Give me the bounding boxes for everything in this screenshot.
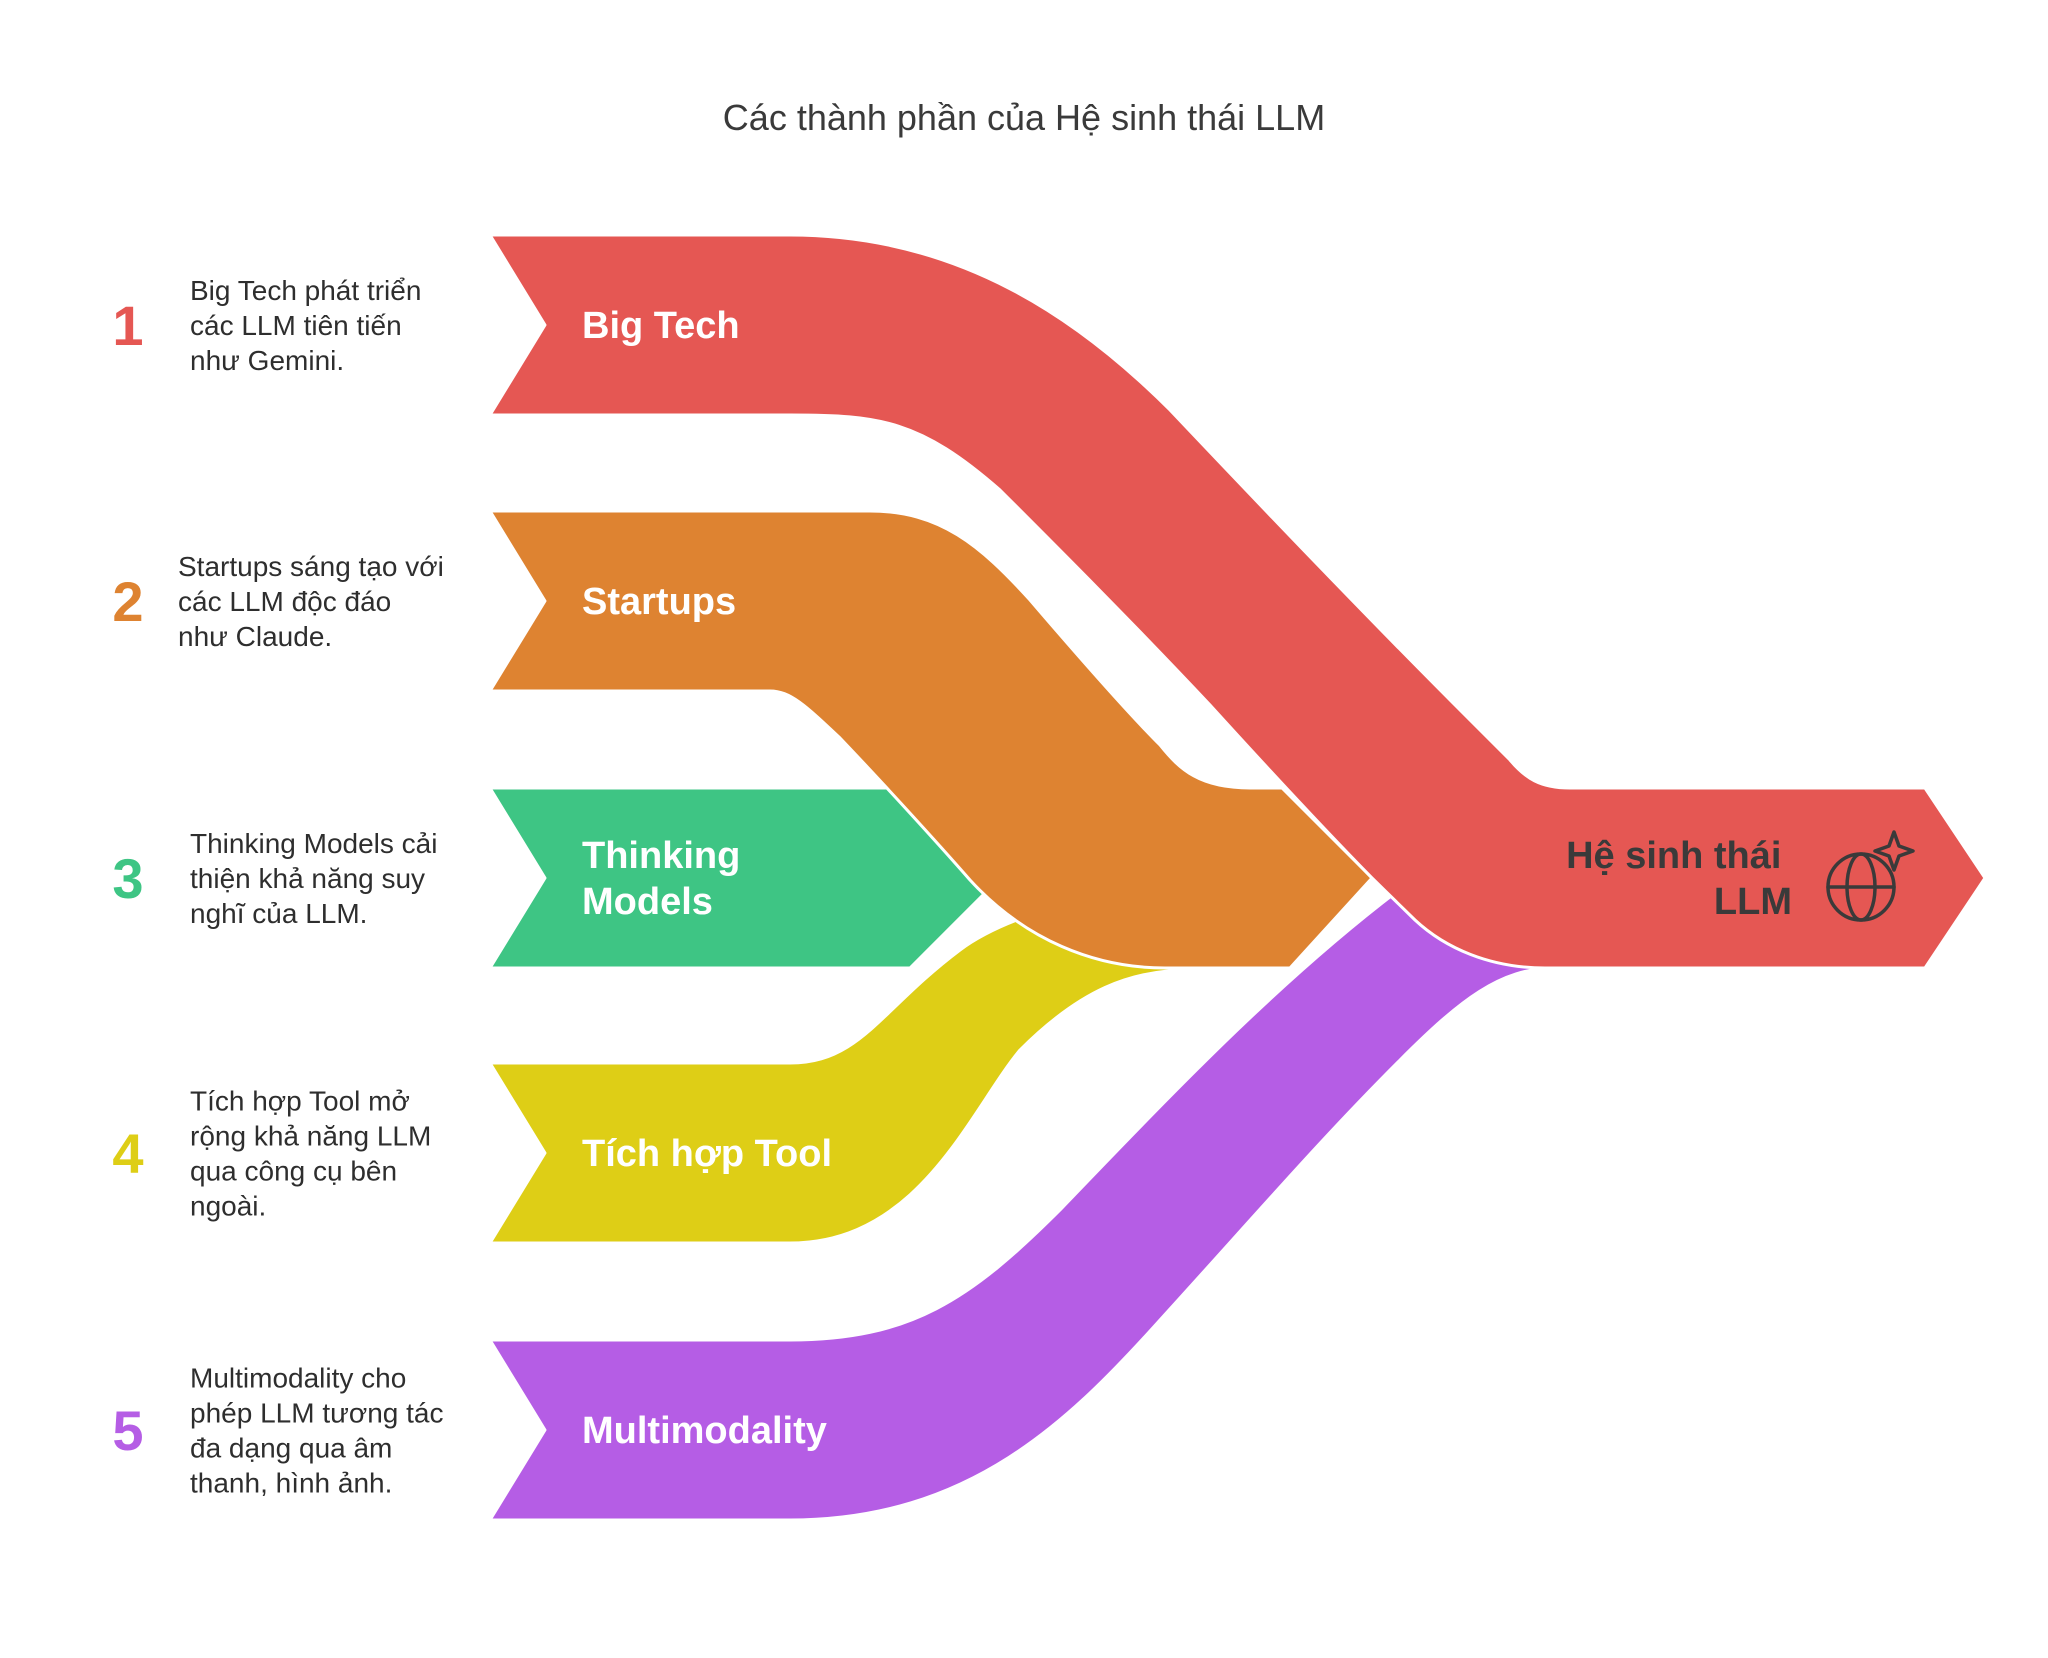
target-label: Hệ sinh thái LLM: [1566, 835, 1792, 923]
item-description-line: Thinking Models cải: [190, 828, 437, 859]
lane-label-line: Models: [582, 881, 713, 923]
target-block: Hệ sinh thái LLM: [1566, 830, 1915, 923]
item-description: Multimodality cho phép LLM tương tác đa dạ…: [190, 1363, 443, 1499]
item-description-line: phép LLM tương tác: [190, 1398, 443, 1429]
target-label-line: Hệ sinh thái: [1566, 835, 1781, 877]
lane-label: Multimodality: [582, 1410, 827, 1452]
item-description: Startups sáng tạo với các LLM độc đáo như …: [178, 551, 444, 652]
item-description-line: như Claude.: [178, 621, 332, 652]
item-description-line: các LLM tiên tiến: [190, 310, 402, 341]
item-description-line: Big Tech phát triển: [190, 275, 421, 306]
item-5: 5 Multimodality cho phép LLM tương tác đa d…: [112, 1363, 826, 1499]
item-description-line: qua công cụ bên: [190, 1156, 397, 1187]
item-3: 3 Thinking Models cải thiện khả năng suy ng…: [112, 828, 740, 929]
item-number: 3: [112, 847, 143, 910]
band-big-tech: [488, 233, 1987, 970]
item-description-line: như Gemini.: [190, 345, 344, 376]
item-1: 1 Big Tech phát triển các LLM tiên tiến như…: [112, 275, 739, 376]
band-startups: [488, 509, 1374, 970]
item-2: 2 Startups sáng tạo với các LLM độc đáo như…: [112, 551, 736, 652]
item-description-line: các LLM độc đáo: [178, 586, 391, 617]
lane-label-line: Startups: [582, 581, 736, 623]
item-description: Tích hợp Tool mở rộng khả năng LLM qua côn…: [190, 1086, 431, 1222]
diagram-title: Các thành phần của Hệ sinh thái LLM: [723, 97, 1325, 138]
item-number: 5: [112, 1399, 143, 1462]
items-layer: 1 Big Tech phát triển các LLM tiên tiến như…: [112, 275, 832, 1499]
lane-label: Big Tech: [582, 305, 740, 347]
item-description-line: thiện khả năng suy: [190, 863, 425, 894]
band-tich-hop-tool: [488, 878, 1252, 1245]
item-description: Big Tech phát triển các LLM tiên tiến như …: [190, 275, 421, 376]
item-description-line: nghĩ của LLM.: [190, 898, 367, 929]
item-4: 4 Tích hợp Tool mở rộng khả năng LLM qua cô…: [112, 1086, 832, 1222]
lane-label-line: Thinking: [582, 835, 740, 877]
item-description: Thinking Models cải thiện khả năng suy ngh…: [190, 828, 437, 929]
item-description-line: ngoài.: [190, 1191, 266, 1222]
item-description-line: thanh, hình ảnh.: [190, 1468, 392, 1499]
lane-label-line: Tích hợp Tool: [582, 1133, 832, 1175]
lane-label-line: Big Tech: [582, 305, 740, 347]
item-number: 1: [112, 294, 143, 357]
item-description-line: Multimodality cho: [190, 1363, 406, 1394]
item-description-line: rộng khả năng LLM: [190, 1121, 431, 1152]
item-description-line: Startups sáng tạo với: [178, 551, 444, 582]
lane-label: Tích hợp Tool: [582, 1133, 832, 1175]
item-number: 4: [112, 1122, 143, 1185]
band-multimodality: [488, 876, 1557, 1522]
lane-label: Startups: [582, 581, 736, 623]
item-number: 2: [112, 570, 143, 633]
item-description-line: Tích hợp Tool mở: [190, 1086, 410, 1117]
target-label-line: LLM: [1714, 881, 1792, 923]
lane-label-line: Multimodality: [582, 1410, 827, 1452]
globe-sparkle-icon: [1826, 830, 1915, 922]
bands: [488, 233, 1987, 1522]
item-description-line: đa dạng qua âm: [190, 1433, 392, 1464]
